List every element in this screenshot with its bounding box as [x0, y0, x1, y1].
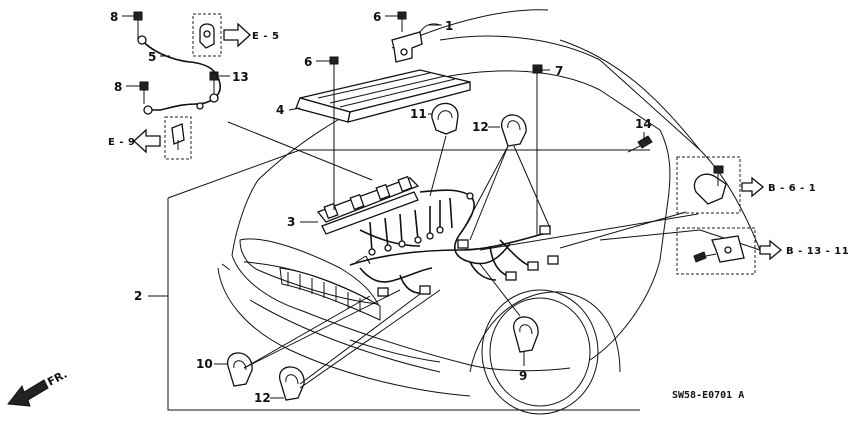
bolt-8-lower: [139, 81, 149, 104]
clip-box-e5: [192, 13, 222, 57]
arrow-e5: [223, 22, 251, 48]
harness-cover-part: [295, 69, 471, 123]
part-label-2: 2: [134, 289, 142, 303]
ref-label-e5: E - 5: [252, 31, 279, 42]
part-label-6-lower: 6: [304, 55, 312, 69]
bracket-box-b1311: [676, 227, 756, 275]
clip-box-e9: [164, 116, 192, 160]
part-label-11: 11: [410, 107, 427, 121]
clamp-12-upper: [501, 114, 527, 147]
ref-label-e9: E - 9: [108, 137, 135, 148]
part-label-7: 7: [555, 64, 563, 78]
clamp-11: [431, 102, 459, 135]
part-label-8-lower: 8: [114, 80, 122, 94]
part-label-4: 4: [276, 103, 284, 117]
part-label-12-lower: 12: [254, 391, 271, 405]
clamp-10: [227, 352, 253, 387]
part-label-10: 10: [196, 357, 213, 371]
bolt-6-lower: [329, 56, 339, 210]
part-label-6-upper: 6: [373, 10, 381, 24]
drawing-code: SW58-E0701 A: [672, 390, 744, 401]
bolt-14: [627, 135, 653, 153]
ground-cable-part: [137, 35, 221, 115]
arrow-b1311: [759, 239, 783, 261]
ref-label-b1311: B - 13 - 11: [786, 246, 849, 257]
clamp-9: [513, 316, 539, 353]
front-direction-label: FR.: [45, 368, 69, 389]
arrow-b61: [741, 176, 765, 198]
part-label-12-upper: 12: [472, 120, 489, 134]
clamp-12-lower: [279, 366, 305, 401]
part-label-8-upper: 8: [110, 10, 118, 24]
front-direction-arrow: [7, 379, 49, 407]
arrow-e9: [133, 128, 161, 154]
bolt-6-upper: [397, 11, 407, 32]
part-label-14: 14: [635, 117, 652, 131]
fuel-rail-part: [316, 175, 420, 235]
assembly-frame: [167, 149, 650, 411]
leader-lines: [122, 15, 699, 399]
part-label-9: 9: [519, 369, 527, 383]
part-label-3: 3: [287, 215, 295, 229]
car-body-outline: [217, 9, 761, 415]
part-label-1: 1: [445, 19, 453, 33]
ref-label-b61: B - 6 - 1: [768, 183, 816, 194]
bolt-7: [532, 64, 543, 236]
bracket-part: [391, 23, 441, 63]
bracket-box-b61: [676, 156, 741, 214]
part-label-13: 13: [232, 70, 249, 84]
part-label-5: 5: [148, 50, 156, 64]
engine-wire-harness: [349, 189, 559, 297]
